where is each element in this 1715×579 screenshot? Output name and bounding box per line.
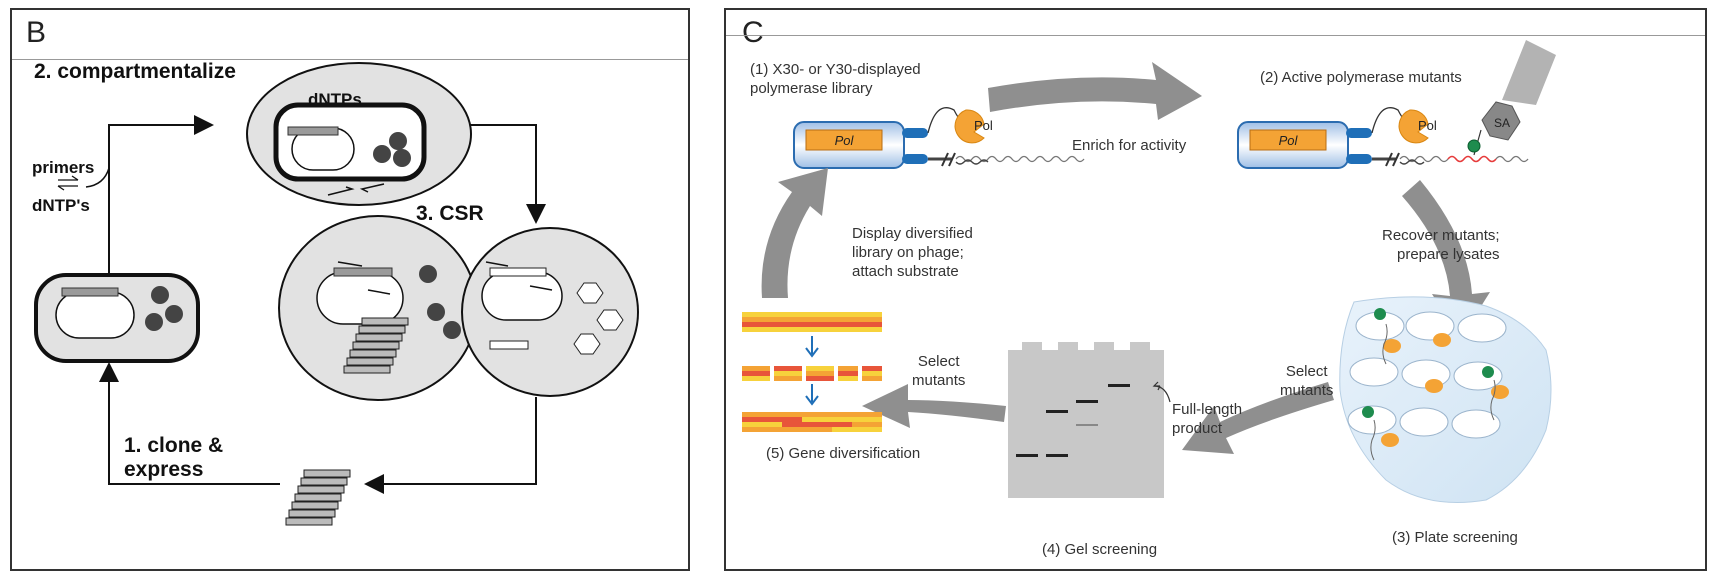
primer-arrow — [485, 261, 509, 267]
step-csr-label: 3. CSR — [416, 202, 484, 225]
arrow-to-products — [364, 397, 537, 494]
arrow-to-csr — [470, 124, 546, 224]
streptavidin-shape — [1481, 101, 1521, 141]
panel-c: C Pol Pol — [724, 8, 1707, 571]
select-mutants-right-label: Select mutants — [1280, 363, 1334, 399]
arrow-recover — [1402, 180, 1490, 340]
primer-arrow — [529, 285, 553, 291]
streptavidin-label: SA — [1494, 116, 1510, 130]
dntps-input-label: dNTP's — [32, 196, 90, 215]
polymerase-ball — [427, 303, 445, 321]
step-clone-express-label: 1. clone & express — [124, 434, 224, 481]
free-primer-bar — [489, 340, 529, 350]
phage-selection-cycle-diagram: Pol Pol Pol Pol — [742, 40, 1556, 503]
gel-graphic — [1008, 342, 1171, 498]
dntp-hexagon — [576, 282, 604, 304]
plasmid-csr-left — [316, 271, 404, 325]
polymerase-ball — [443, 321, 461, 339]
amplified-product-stack — [343, 317, 409, 374]
select-mutants-left-label: Select mutants — [912, 353, 966, 389]
dntps-label: dNTPs — [308, 90, 362, 109]
recover-label: Recover mutants; prepare lysates — [1382, 227, 1500, 263]
arrow-to-compartmentalize — [108, 115, 214, 275]
stage3-label: (3) Plate screening — [1392, 529, 1518, 546]
arrow-select-gel — [862, 384, 1006, 428]
primer-input-curve — [85, 167, 110, 188]
full-length-product-label: Full-length product — [1172, 401, 1243, 437]
plate-screening-graphic — [1339, 296, 1552, 503]
recovered-product-stack — [285, 469, 351, 526]
primer-arrow — [337, 261, 363, 267]
panel-c-letter: C — [742, 16, 764, 49]
polymerase-ball — [389, 132, 407, 150]
primer-arrow — [359, 183, 385, 193]
arrow-to-clone — [99, 362, 280, 485]
gene-insert-top — [287, 126, 339, 136]
arrow-select-plate — [1182, 382, 1334, 454]
gene-insert-csr-left — [333, 267, 393, 277]
biotin-bead — [1467, 139, 1481, 153]
primers-label: primers — [32, 158, 95, 177]
active-mutant-graphic: Pol Pol SA — [1237, 40, 1556, 169]
stage1-label: (1) X30- or Y30-displayed polymerase lib… — [750, 61, 921, 97]
pol-protein-text: Pol — [974, 118, 993, 133]
polymerase-ball — [419, 265, 437, 283]
display-label: Display diversified library on phage; at… — [852, 225, 973, 280]
gene-insert-clone — [61, 287, 119, 297]
panel-b-letter: B — [26, 16, 47, 49]
stage4-label: (4) Gel screening — [1042, 541, 1158, 558]
equilibrium-arrows — [57, 175, 79, 191]
arrow-display — [761, 168, 828, 298]
phage-library-graphic: Pol Pol — [793, 107, 1085, 169]
polymerase-ball — [373, 145, 391, 163]
primer-arrow — [327, 186, 355, 196]
stage2-label: (2) Active polymerase mutants — [1260, 69, 1462, 86]
stage5-label: (5) Gene diversification — [766, 445, 921, 462]
dntp-hexagon — [596, 309, 624, 331]
csr-cycle-diagram — [34, 62, 639, 526]
polymerase-ball — [145, 313, 163, 331]
polymerase-ball — [393, 149, 411, 167]
pol-gene-text: Pol — [835, 133, 855, 148]
panel-c-divider — [726, 35, 1705, 36]
polymerase-ball — [165, 305, 183, 323]
pol-protein-text: Pol — [1418, 118, 1437, 133]
plasmid-clone — [55, 291, 135, 339]
enrich-label: Enrich for activity — [1072, 137, 1187, 154]
plasmid-csr-right — [481, 271, 563, 321]
step-compartmentalize-label: 2. compartmentalize — [34, 60, 236, 83]
pol-gene-text: Pol — [1279, 133, 1299, 148]
gene-diversification-graphic — [742, 312, 882, 432]
polymerase-ball — [151, 286, 169, 304]
inactive-gene-insert — [489, 267, 547, 277]
dntp-hexagon — [573, 333, 601, 355]
bead-surface — [1502, 40, 1556, 105]
primer-arrow — [367, 289, 391, 295]
panel-b: B — [10, 8, 690, 571]
arrow-enrich — [988, 62, 1202, 120]
panel-b-divider — [12, 59, 688, 60]
